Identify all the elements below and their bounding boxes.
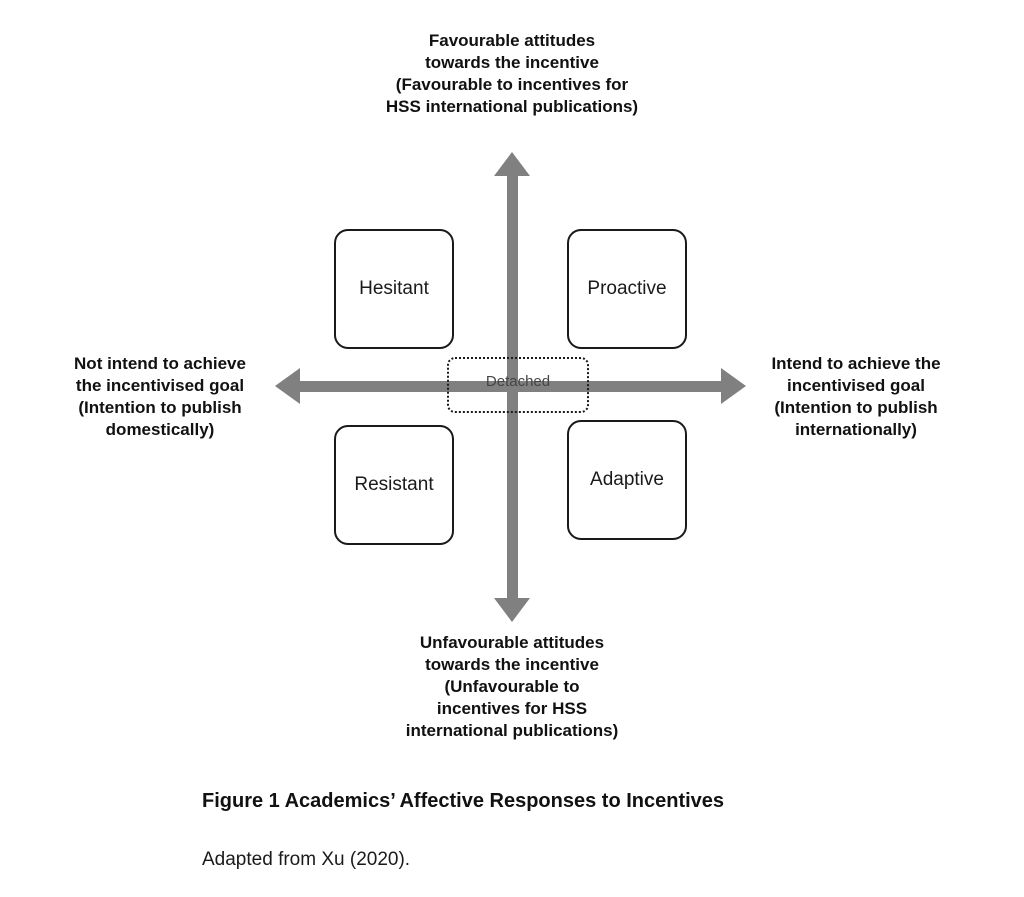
quadrant-proactive: Proactive: [567, 229, 687, 349]
center-detached: Detached: [447, 357, 589, 413]
down-arrowhead: [494, 598, 530, 622]
bottom-axis-label: Unfavourable attitudes towards the incen…: [405, 633, 619, 740]
left-arrowhead: [275, 368, 300, 404]
quadrant-resistant: Resistant: [334, 425, 454, 545]
figure-source: Adapted from Xu (2020).: [202, 849, 411, 870]
quadrant-adaptive: Adaptive: [567, 420, 687, 540]
horizontal-axis-shaft: [296, 381, 726, 392]
quadrant-hesitant: Hesitant: [334, 229, 454, 349]
right-arrowhead: [721, 368, 746, 404]
figure-caption: Figure 1 Academics’ Affective Responses …: [202, 790, 725, 812]
top-axis-label: Favourable attitudes towards the incenti…: [385, 31, 639, 116]
left-axis-label: Not intend to achieve the incentivised g…: [74, 354, 246, 439]
right-axis-label: Intend to achieve the incentivised goal …: [771, 354, 941, 439]
up-arrowhead: [494, 152, 530, 176]
